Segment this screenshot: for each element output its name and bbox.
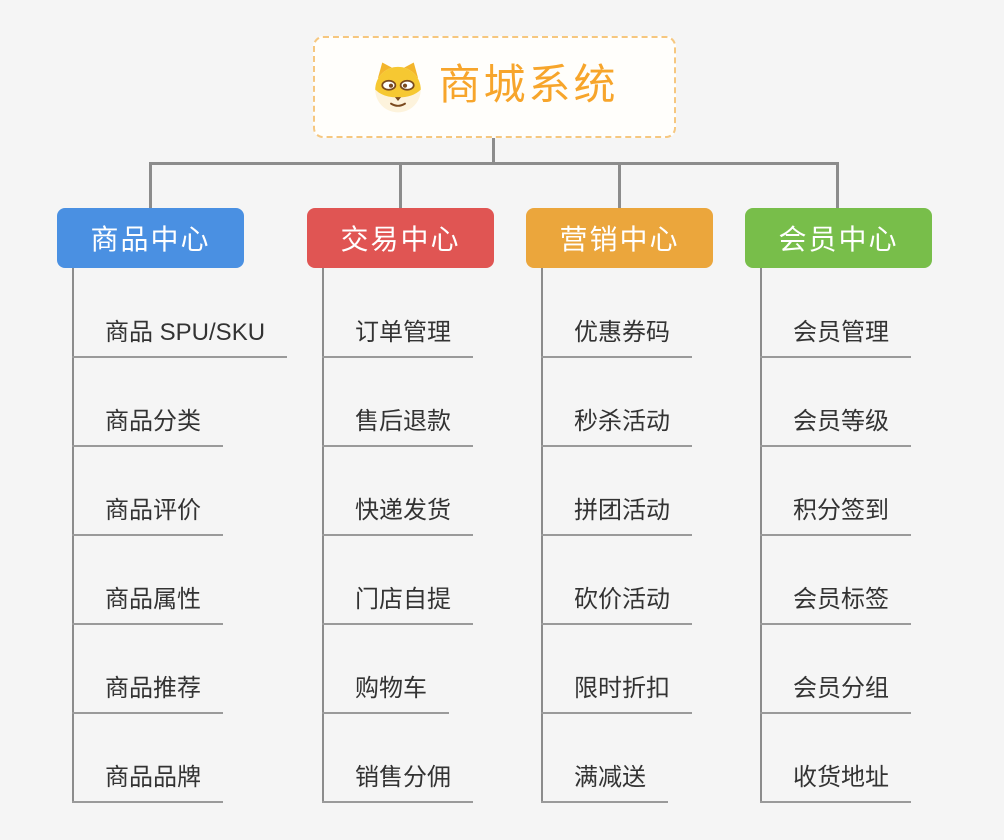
branch-marketing: 营销中心 优惠券码秒杀活动拼团活动砍价活动限时折扣满减送: [526, 208, 784, 818]
branch-node[interactable]: 会员中心: [745, 208, 932, 268]
tree-leaf[interactable]: 拼团活动: [541, 496, 692, 536]
connector-root-stem: [492, 138, 495, 164]
tree-leaf[interactable]: 收货地址: [760, 763, 911, 803]
tree-leaf[interactable]: 门店自提: [322, 585, 473, 625]
connector-drop: [836, 162, 839, 210]
tree-leaf[interactable]: 积分签到: [760, 496, 911, 536]
branch-members: 会员中心 会员管理会员等级积分签到会员标签会员分组收货地址: [745, 208, 1003, 818]
branch-trade: 交易中心 订单管理售后退款快递发货门店自提购物车销售分佣: [307, 208, 565, 818]
tree-leaf[interactable]: 秒杀活动: [541, 407, 692, 447]
branch-node[interactable]: 商品中心: [57, 208, 244, 268]
tree-leaf[interactable]: 砍价活动: [541, 585, 692, 625]
tree-leaf[interactable]: 购物车: [322, 674, 449, 714]
tree-leaf[interactable]: 商品分类: [72, 407, 223, 447]
connector-drop: [149, 162, 152, 210]
tree-leaf[interactable]: 会员标签: [760, 585, 911, 625]
tree-leaf[interactable]: 商品品牌: [72, 763, 223, 803]
branch-node[interactable]: 营销中心: [526, 208, 713, 268]
tree-leaf[interactable]: 售后退款: [322, 407, 473, 447]
tree-leaf[interactable]: 订单管理: [322, 318, 473, 358]
tree-leaf[interactable]: 商品属性: [72, 585, 223, 625]
tree-leaf[interactable]: 商品 SPU/SKU: [72, 318, 288, 358]
tree-leaf[interactable]: 满减送: [541, 763, 668, 803]
tree-leaf[interactable]: 会员等级: [760, 407, 911, 447]
tree-leaf[interactable]: 快递发货: [322, 496, 473, 536]
tree-leaf[interactable]: 会员管理: [760, 318, 911, 358]
tree-leaf[interactable]: 限时折扣: [541, 674, 692, 714]
connector-drop: [618, 162, 621, 210]
tree-leaf[interactable]: 会员分组: [760, 674, 911, 714]
connector-drop: [399, 162, 402, 210]
tree-leaf[interactable]: 商品推荐: [72, 674, 223, 714]
tree-leaf[interactable]: 商品评价: [72, 496, 223, 536]
branch-products: 商品中心 商品 SPU/SKU 商品分类商品评价商品属性商品推荐商品品牌: [57, 208, 315, 818]
tree-leaf[interactable]: 优惠券码: [541, 318, 692, 358]
dog-face-icon: [370, 59, 426, 115]
root-node[interactable]: 商城系统: [313, 36, 676, 138]
branch-node[interactable]: 交易中心: [307, 208, 494, 268]
connector-rail: [149, 162, 839, 165]
tree-leaf[interactable]: 销售分佣: [322, 763, 473, 803]
root-node-label: 商城系统: [438, 61, 619, 108]
